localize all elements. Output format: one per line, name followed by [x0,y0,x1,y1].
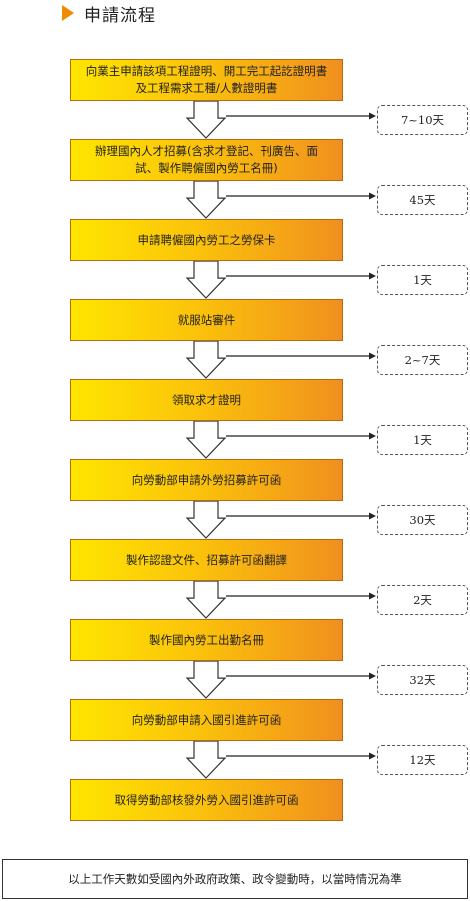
duration-label: 7~10天 [400,113,445,127]
duration-label: 1天 [413,273,432,287]
flow-step-4: 就服站審件 [70,299,343,341]
flow-step-label: 向勞動部申請入國引進許可函 [131,712,282,727]
duration-box-8: 32天 [377,665,468,695]
flow-step-label: 向業主申請該項工程證明、開工完工起訖證明書及工程需求工種/人數證明書 [85,64,328,95]
section-header: 申請流程 [62,2,156,26]
disclaimer-text: 以上工作天數如受國內外政府政策、政令變動時，以當時情況為準 [68,872,402,886]
duration-label: 2天 [413,593,432,607]
duration-box-1: 7~10天 [377,105,468,135]
flow-step-3: 申請聘僱國內勞工之勞保卡 [70,219,343,261]
flow-step-label: 向勞動部申請外勞招募許可函 [131,472,282,487]
duration-box-3: 1天 [377,265,468,295]
duration-label: 1天 [413,433,432,447]
down-arrow-icon [185,420,227,459]
disclaimer-note: 以上工作天數如受國內外政府政策、政令變動時，以當時情況為準 [2,859,468,899]
duration-box-7: 2天 [377,585,468,615]
arrowhead-icon [369,192,376,200]
down-arrow-icon [185,260,227,299]
flow-step-9: 向勞動部申請入國引進許可函 [70,699,343,741]
arrowhead-icon [369,592,376,600]
arrowhead-icon [369,352,376,360]
flow-step-2: 辦理國內人才招募(含求才登記、刊廣告、面試、製作聘僱國內勞工名冊) [70,139,343,181]
duration-label: 45天 [409,193,436,207]
duration-label: 32天 [409,673,436,687]
duration-box-6: 30天 [377,505,468,535]
flow-step-label: 製作國內勞工出勤名冊 [149,632,264,647]
duration-box-2: 45天 [377,185,468,215]
duration-box-9: 12天 [377,745,468,775]
arrowhead-icon [369,272,376,280]
page-title: 申請流程 [84,5,156,26]
down-arrow-icon [185,500,227,539]
duration-box-5: 1天 [377,425,468,455]
arrowhead-icon [369,512,376,520]
duration-box-4: 2~7天 [377,345,468,375]
duration-label: 30天 [409,513,436,527]
down-arrow-icon [185,180,227,219]
flow-step-label: 製作認證文件、招募許可函翻譯 [126,552,287,567]
duration-label: 12天 [409,753,436,767]
flow-step-label: 取得勞動部核發外勞入國引進許可函 [114,792,299,807]
flow-step-8: 製作國內勞工出勤名冊 [70,619,343,661]
duration-label: 2~7天 [404,353,441,367]
flow-step-7: 製作認證文件、招募許可函翻譯 [70,539,343,581]
down-arrow-icon [185,340,227,379]
flow-step-label: 辦理國內人才招募(含求才登記、刊廣告、面試、製作聘僱國內勞工名冊) [95,144,318,175]
down-arrow-icon [185,660,227,699]
arrowhead-icon [369,752,376,760]
flow-step-5: 領取求才證明 [70,379,343,421]
down-arrow-icon [185,580,227,619]
flow-step-label: 申請聘僱國內勞工之勞保卡 [137,232,276,247]
flow-step-6: 向勞動部申請外勞招募許可函 [70,459,343,501]
triangle-bullet-icon [62,5,74,21]
arrowhead-icon [369,112,376,120]
arrowhead-icon [369,672,376,680]
flow-step-1: 向業主申請該項工程證明、開工完工起訖證明書及工程需求工種/人數證明書 [70,59,343,101]
flow-step-label: 就服站審件 [177,312,236,327]
arrowhead-icon [369,432,376,440]
down-arrow-icon [185,740,227,779]
flow-step-label: 領取求才證明 [172,392,241,407]
flow-step-10: 取得勞動部核發外勞入國引進許可函 [70,779,343,821]
down-arrow-icon [185,100,227,139]
